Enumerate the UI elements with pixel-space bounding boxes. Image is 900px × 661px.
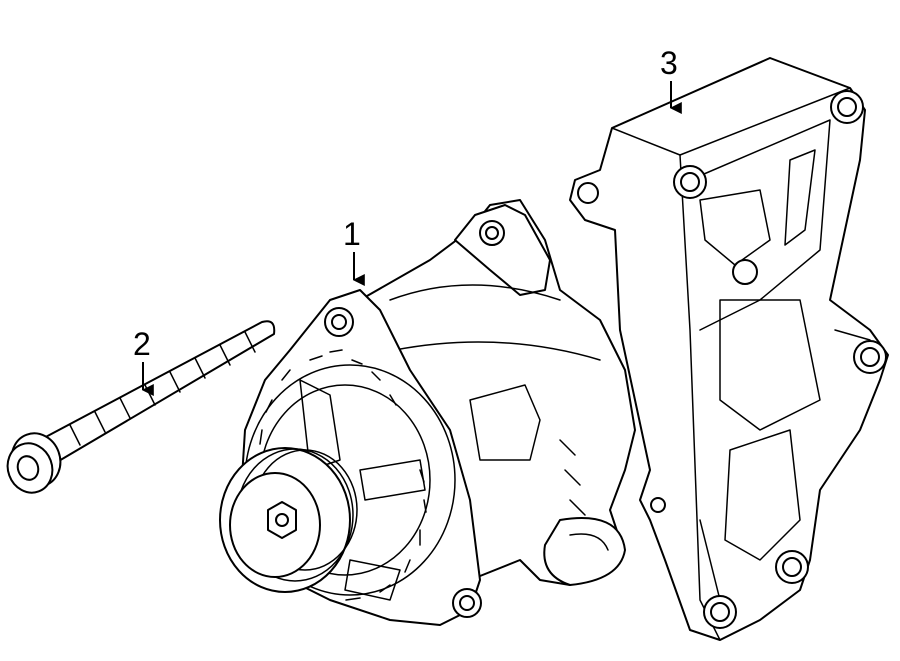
- mounting-bracket: [569, 57, 889, 641]
- mounting-bolt: [6, 320, 276, 494]
- callout-2: 2: [133, 326, 154, 396]
- callout-3: 3: [660, 45, 682, 114]
- callout-label-1: 1: [343, 216, 361, 252]
- callout-label-2: 2: [133, 326, 151, 362]
- alternator: [219, 199, 636, 626]
- callout-1: 1: [343, 216, 365, 286]
- callout-label-3: 3: [660, 45, 678, 81]
